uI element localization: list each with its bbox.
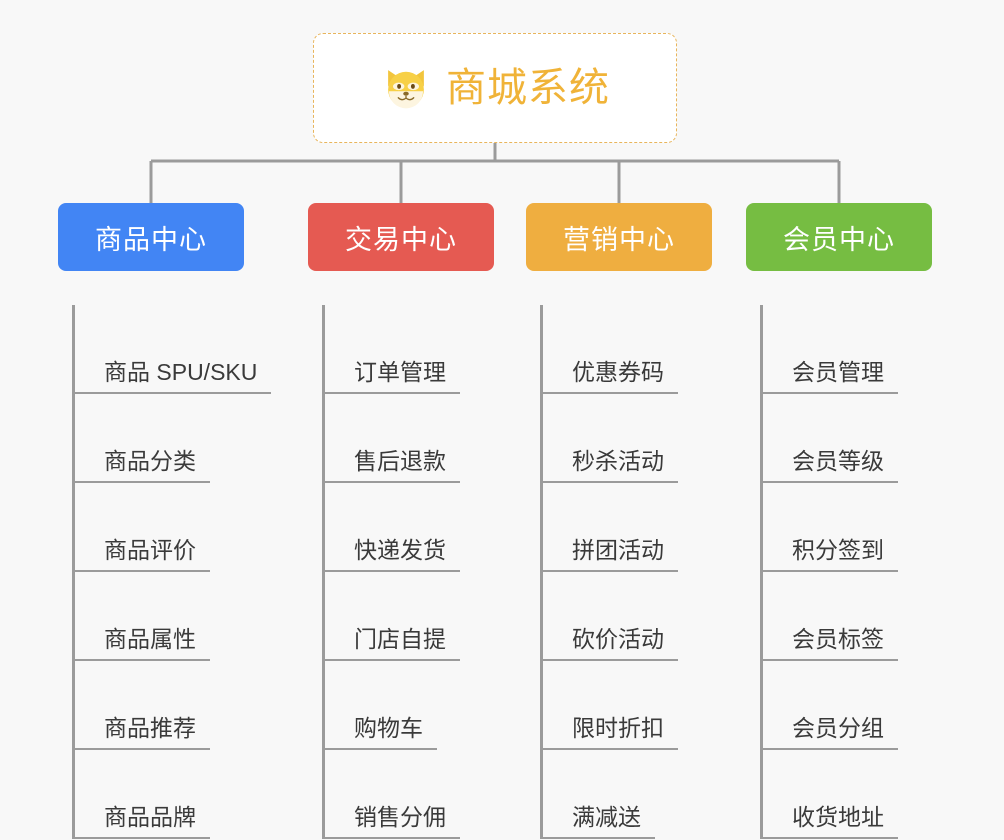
leaf-label: 收货地址 — [760, 804, 898, 839]
leaf-label: 购物车 — [322, 715, 437, 750]
leaf-label: 积分签到 — [760, 537, 898, 572]
shiba-dog-face-icon — [388, 70, 424, 109]
list-item[interactable]: 拼团活动 — [540, 483, 746, 572]
category-box-marketing-center[interactable]: 营销中心 — [526, 203, 712, 271]
column-member-center: 会员中心 会员管理 会员等级 积分签到 会员标签 会员分组 收货地址 — [746, 203, 966, 839]
list-item[interactable]: 商品评价 — [72, 483, 278, 572]
list-item[interactable]: 限时折扣 — [540, 661, 746, 750]
leaf-label: 商品属性 — [72, 626, 210, 661]
root-node-shop-system[interactable]: 商城系统 — [313, 33, 677, 143]
list-item[interactable]: 会员管理 — [760, 305, 966, 394]
leaf-label: 商品分类 — [72, 448, 210, 483]
leaf-label: 限时折扣 — [540, 715, 678, 750]
leaf-label: 商品推荐 — [72, 715, 210, 750]
category-label: 营销中心 — [563, 224, 675, 255]
leaf-label: 满减送 — [540, 804, 655, 839]
leaf-label: 商品品牌 — [72, 804, 210, 839]
leaf-list-trade-center: 订单管理 售后退款 快递发货 门店自提 购物车 销售分佣 — [322, 305, 528, 839]
leaf-label: 拼团活动 — [540, 537, 678, 572]
leaf-label: 商品 SPU/SKU — [72, 359, 272, 394]
leaf-label: 优惠券码 — [540, 359, 678, 394]
list-item[interactable]: 砍价活动 — [540, 572, 746, 661]
leaf-label: 会员管理 — [760, 359, 898, 394]
column-trade-center: 交易中心 订单管理 售后退款 快递发货 门店自提 购物车 销售分佣 — [308, 203, 528, 839]
list-item[interactable]: 满减送 — [540, 750, 746, 839]
list-item[interactable]: 会员标签 — [760, 572, 966, 661]
leaf-label: 会员等级 — [760, 448, 898, 483]
list-item[interactable]: 积分签到 — [760, 483, 966, 572]
leaf-label: 会员分组 — [760, 715, 898, 750]
leaf-label: 砍价活动 — [540, 626, 678, 661]
leaf-label: 销售分佣 — [322, 804, 460, 839]
leaf-list-member-center: 会员管理 会员等级 积分签到 会员标签 会员分组 收货地址 — [760, 305, 966, 839]
list-item[interactable]: 商品品牌 — [72, 750, 278, 839]
leaf-label: 会员标签 — [760, 626, 898, 661]
list-item[interactable]: 商品推荐 — [72, 661, 278, 750]
leaf-label: 商品评价 — [72, 537, 210, 572]
list-item[interactable]: 优惠券码 — [540, 305, 746, 394]
leaf-label: 门店自提 — [322, 626, 460, 661]
list-item[interactable]: 门店自提 — [322, 572, 528, 661]
list-item[interactable]: 购物车 — [322, 661, 528, 750]
list-item[interactable]: 收货地址 — [760, 750, 966, 839]
list-item[interactable]: 订单管理 — [322, 305, 528, 394]
list-item[interactable]: 销售分佣 — [322, 750, 528, 839]
list-item[interactable]: 秒杀活动 — [540, 394, 746, 483]
category-label: 交易中心 — [345, 224, 457, 255]
category-label: 商品中心 — [95, 224, 207, 255]
list-item[interactable]: 售后退款 — [322, 394, 528, 483]
leaf-list-marketing-center: 优惠券码 秒杀活动 拼团活动 砍价活动 限时折扣 满减送 — [540, 305, 746, 839]
list-item[interactable]: 商品属性 — [72, 572, 278, 661]
category-box-member-center[interactable]: 会员中心 — [746, 203, 932, 271]
list-item[interactable]: 会员分组 — [760, 661, 966, 750]
category-box-trade-center[interactable]: 交易中心 — [308, 203, 494, 271]
leaf-label: 售后退款 — [322, 448, 460, 483]
column-marketing-center: 营销中心 优惠券码 秒杀活动 拼团活动 砍价活动 限时折扣 满减送 — [526, 203, 746, 839]
list-item[interactable]: 会员等级 — [760, 394, 966, 483]
root-title: 商城系统 — [446, 66, 610, 110]
category-box-product-center[interactable]: 商品中心 — [58, 203, 244, 271]
leaf-label: 快递发货 — [322, 537, 460, 572]
list-item[interactable]: 商品 SPU/SKU — [72, 305, 278, 394]
leaf-list-product-center: 商品 SPU/SKU 商品分类 商品评价 商品属性 商品推荐 商品品牌 — [72, 305, 278, 839]
leaf-label: 订单管理 — [322, 359, 460, 394]
column-product-center: 商品中心 商品 SPU/SKU 商品分类 商品评价 商品属性 商品推荐 商品品牌 — [58, 203, 278, 839]
leaf-label: 秒杀活动 — [540, 448, 678, 483]
list-item[interactable]: 商品分类 — [72, 394, 278, 483]
category-label: 会员中心 — [783, 224, 895, 255]
list-item[interactable]: 快递发货 — [322, 483, 528, 572]
